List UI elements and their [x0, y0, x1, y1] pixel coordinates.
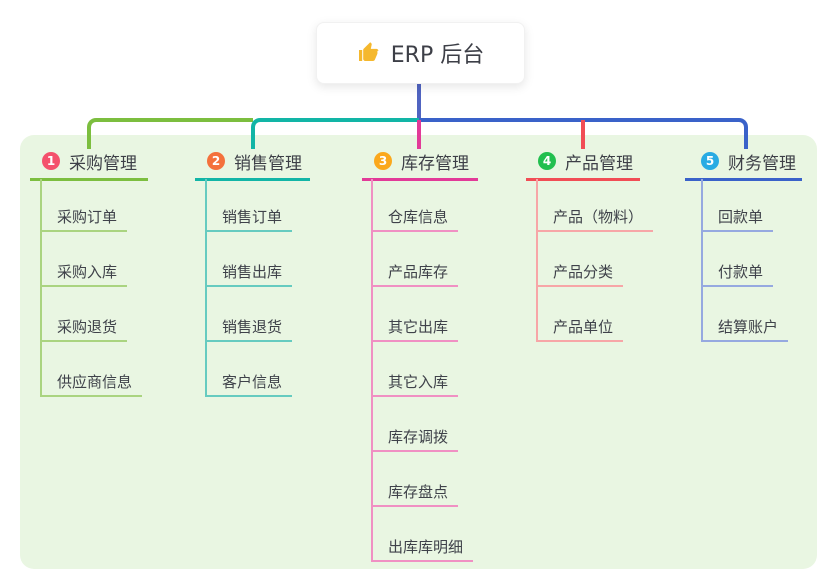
- branch-3-vline: [371, 179, 373, 560]
- connector-branch-1: [87, 118, 253, 149]
- branch-4-vline: [536, 179, 538, 340]
- leaf-node[interactable]: 产品单位: [536, 313, 624, 342]
- branch-1-vline: [40, 179, 42, 395]
- branch-label: 财务管理: [728, 153, 796, 174]
- leaf-node[interactable]: 销售订单: [205, 203, 293, 232]
- leaf-node[interactable]: 客户信息: [205, 368, 293, 397]
- branch-label: 库存管理: [401, 153, 469, 174]
- leaf-node[interactable]: 其它入库: [371, 368, 459, 397]
- leaf-node[interactable]: 仓库信息: [371, 203, 459, 232]
- branch-node-finance[interactable]: 5 财务管理: [685, 144, 802, 181]
- branch-number-badge: 1: [42, 152, 60, 170]
- leaf-node[interactable]: 产品（物料）: [536, 203, 654, 232]
- branch-number-badge: 3: [374, 152, 392, 170]
- thumbs-up-icon: [357, 41, 381, 65]
- connector-root: [417, 82, 421, 122]
- connector-branch-3: [417, 120, 421, 149]
- leaf-node[interactable]: 库存盘点: [371, 478, 459, 507]
- root-node[interactable]: ERP 后台: [316, 22, 525, 84]
- leaf-node[interactable]: 采购入库: [40, 258, 128, 287]
- leaf-node[interactable]: 采购订单: [40, 203, 128, 232]
- leaf-node[interactable]: 回款单: [701, 203, 774, 232]
- connector-branch-2: [251, 118, 419, 149]
- leaf-node[interactable]: 出库库明细: [371, 533, 474, 562]
- branch-label: 采购管理: [69, 153, 137, 174]
- branch-node-product[interactable]: 4 产品管理: [526, 144, 640, 181]
- branch-number-badge: 5: [701, 152, 719, 170]
- branch-number-badge: 2: [207, 152, 225, 170]
- leaf-node[interactable]: 其它出库: [371, 313, 459, 342]
- branch-label: 产品管理: [565, 153, 633, 174]
- mindmap-background: [20, 135, 817, 569]
- leaf-node[interactable]: 付款单: [701, 258, 774, 287]
- branch-node-purchase[interactable]: 1 采购管理: [30, 144, 148, 181]
- leaf-node[interactable]: 产品库存: [371, 258, 459, 287]
- leaf-node[interactable]: 销售出库: [205, 258, 293, 287]
- root-node-label: ERP 后台: [390, 43, 485, 68]
- connector-branch-4: [581, 120, 585, 149]
- branch-number-badge: 4: [538, 152, 556, 170]
- leaf-node[interactable]: 库存调拨: [371, 423, 459, 452]
- branch-node-sales[interactable]: 2 销售管理: [195, 144, 310, 181]
- leaf-node[interactable]: 产品分类: [536, 258, 624, 287]
- branch-2-vline: [205, 179, 207, 395]
- leaf-node[interactable]: 供应商信息: [40, 368, 143, 397]
- leaf-node[interactable]: 结算账户: [701, 313, 789, 342]
- leaf-node[interactable]: 销售退货: [205, 313, 293, 342]
- branch-node-inventory[interactable]: 3 库存管理: [362, 144, 478, 181]
- branch-label: 销售管理: [234, 153, 302, 174]
- leaf-node[interactable]: 采购退货: [40, 313, 128, 342]
- branch-5-vline: [701, 179, 703, 340]
